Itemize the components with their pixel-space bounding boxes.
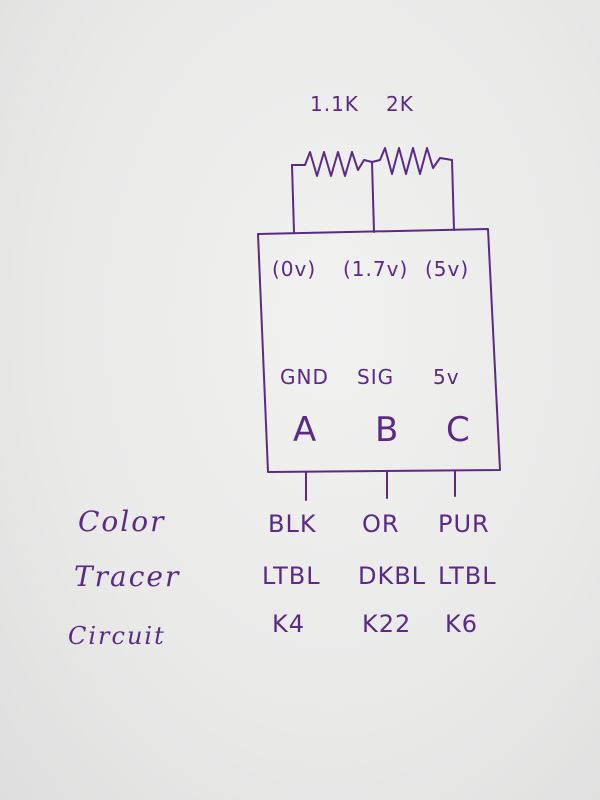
voltage-c: (5v) (425, 257, 470, 281)
voltage-b: (1.7v) (343, 257, 409, 281)
row-label-tracer: Tracer (74, 560, 181, 593)
wire-c-tracer: LTBL (438, 562, 497, 590)
wire-b-circuit: K22 (362, 610, 412, 638)
lead-right (451, 159, 455, 231)
wire-a-color: BLK (268, 510, 317, 538)
wire-b-color: OR (362, 510, 400, 538)
pin-letter-c: C (446, 410, 470, 450)
resistor-1-zigzag (291, 151, 373, 177)
wire-c-color: PUR (438, 510, 490, 538)
lead-left (291, 164, 295, 233)
pin-function-a: GND (280, 365, 329, 389)
pin-function-c: 5v (433, 365, 460, 389)
pin-letter-a: A (293, 410, 317, 450)
row-label-color: Color (78, 505, 166, 538)
pin-function-b: SIG (357, 365, 395, 389)
pin-letter-b: B (375, 410, 399, 450)
lead-middle (371, 161, 375, 233)
wire-b-tracer: DKBL (358, 562, 427, 590)
connector-body (257, 228, 501, 473)
resistor-2-value: 2K (386, 92, 414, 116)
wire-c-circuit: K6 (445, 610, 479, 638)
resistor-2-zigzag (371, 147, 453, 175)
voltage-a: (0v) (272, 257, 317, 281)
resistor-1-value: 1.1K (310, 92, 359, 116)
wire-a-tracer: LTBL (262, 562, 321, 590)
row-label-circuit: Circuit (68, 622, 166, 650)
wire-a-circuit: K4 (272, 610, 306, 638)
